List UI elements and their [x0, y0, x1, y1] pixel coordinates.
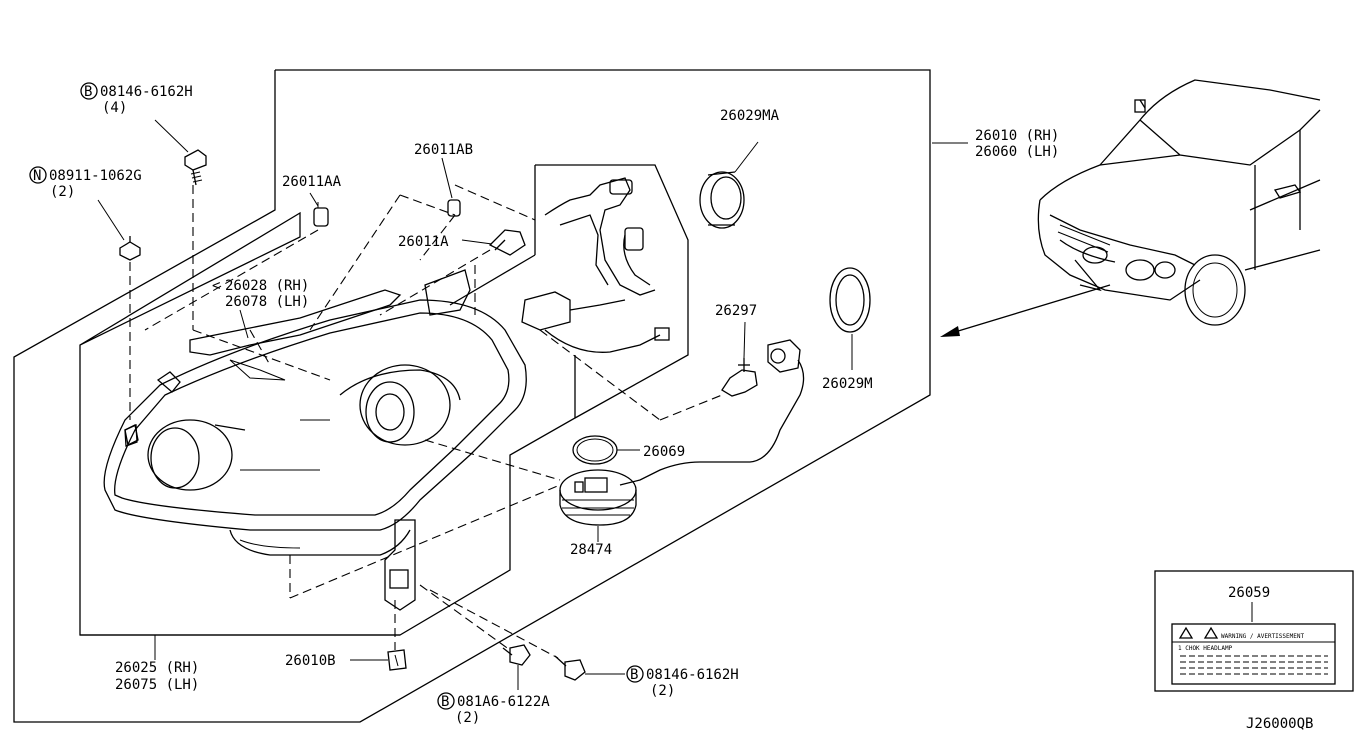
bolt-bottom-right-qty: (2) — [650, 683, 675, 699]
bolt-bottom-qty: (2) — [455, 710, 480, 726]
bolt-top-icon — [184, 149, 207, 186]
label-26059: 26059 — [1228, 585, 1270, 601]
headlamp-body — [103, 269, 527, 611]
bolt-bottom-prefix: B — [441, 694, 449, 710]
bolt-bottom-number: 081A6-6122A — [457, 694, 550, 710]
bolt-bottom-right-prefix: B — [630, 667, 638, 683]
label-card-sub-text: 1 CHOK HEADLAMP — [1178, 645, 1233, 652]
leader-lines — [97, 119, 968, 690]
diagram-id: J26000QB — [1246, 716, 1313, 732]
label-26011AA: 26011AA — [282, 174, 342, 190]
fastener-prefix-circles — [29, 82, 644, 710]
label-26028-lt-symbol: < — [212, 278, 220, 294]
label-26297: 26297 — [715, 303, 757, 319]
nut-left-qty: (2) — [50, 184, 75, 200]
part-26029M-cover — [829, 267, 871, 333]
nut-left-prefix: N — [33, 168, 41, 184]
assembly-frame — [13, 69, 931, 723]
part-28474-ballast — [559, 469, 637, 526]
label-26011A: 26011A — [398, 234, 449, 250]
label-26010-rh: 26010 (RH) — [975, 128, 1059, 144]
part-26011AB-bulb — [447, 199, 461, 217]
stud-left-icon — [124, 424, 138, 447]
bolt-top-qty: (4) — [102, 100, 127, 116]
wiring-harness — [521, 177, 670, 353]
part-26059-label-card: WARNING / AVERTISSEMENT 1 CHOK HEADLAMP — [1154, 570, 1354, 692]
car-illustration — [940, 79, 1321, 337]
label-26069: 26069 — [643, 444, 685, 460]
nut-left-number: 08911-1062G — [49, 168, 142, 184]
part-26029MA-cover — [699, 171, 745, 229]
label-26010B: 26010B — [285, 653, 336, 669]
label-28474: 28474 — [570, 542, 612, 558]
label-26029M: 26029M — [822, 376, 873, 392]
bolt-bottom-right-number: 08146-6162H — [646, 667, 739, 683]
bolt-bottom-right-icon — [554, 655, 586, 681]
bolt-top-number: 08146-6162H — [100, 84, 193, 100]
label-26078-lh: 26078 (LH) — [225, 294, 309, 310]
part-26297-bulb — [721, 358, 758, 397]
label-26028-rh: 26028 (RH) — [225, 278, 309, 294]
label-26075-lh: 26075 (LH) — [115, 677, 199, 693]
part-26011AA-bulb — [313, 202, 329, 227]
nut-left-icon — [119, 236, 141, 261]
label-26060-lh: 26060 (LH) — [975, 144, 1059, 160]
label-26011AB: 26011AB — [414, 142, 473, 158]
part-26069-gasket — [572, 435, 618, 465]
label-card-warning-text: WARNING / AVERTISSEMENT — [1221, 633, 1304, 640]
housing-frame — [79, 211, 576, 636]
part-26010B-clip — [387, 649, 407, 671]
label-26025-rh: 26025 (RH) — [115, 660, 199, 676]
bolt-bottom-icon — [502, 644, 531, 666]
part-26028-bracket — [189, 289, 402, 381]
labels: B 08146-6162H (4) N 08911-1062G (2) 2601… — [33, 84, 1313, 732]
bolt-top-prefix: B — [84, 84, 92, 100]
label-26029MA: 26029MA — [720, 108, 780, 124]
reference-lines — [129, 184, 723, 659]
part-26011A-bulb — [488, 229, 526, 256]
harness-frame — [449, 164, 689, 419]
igniter-cable — [619, 339, 805, 486]
